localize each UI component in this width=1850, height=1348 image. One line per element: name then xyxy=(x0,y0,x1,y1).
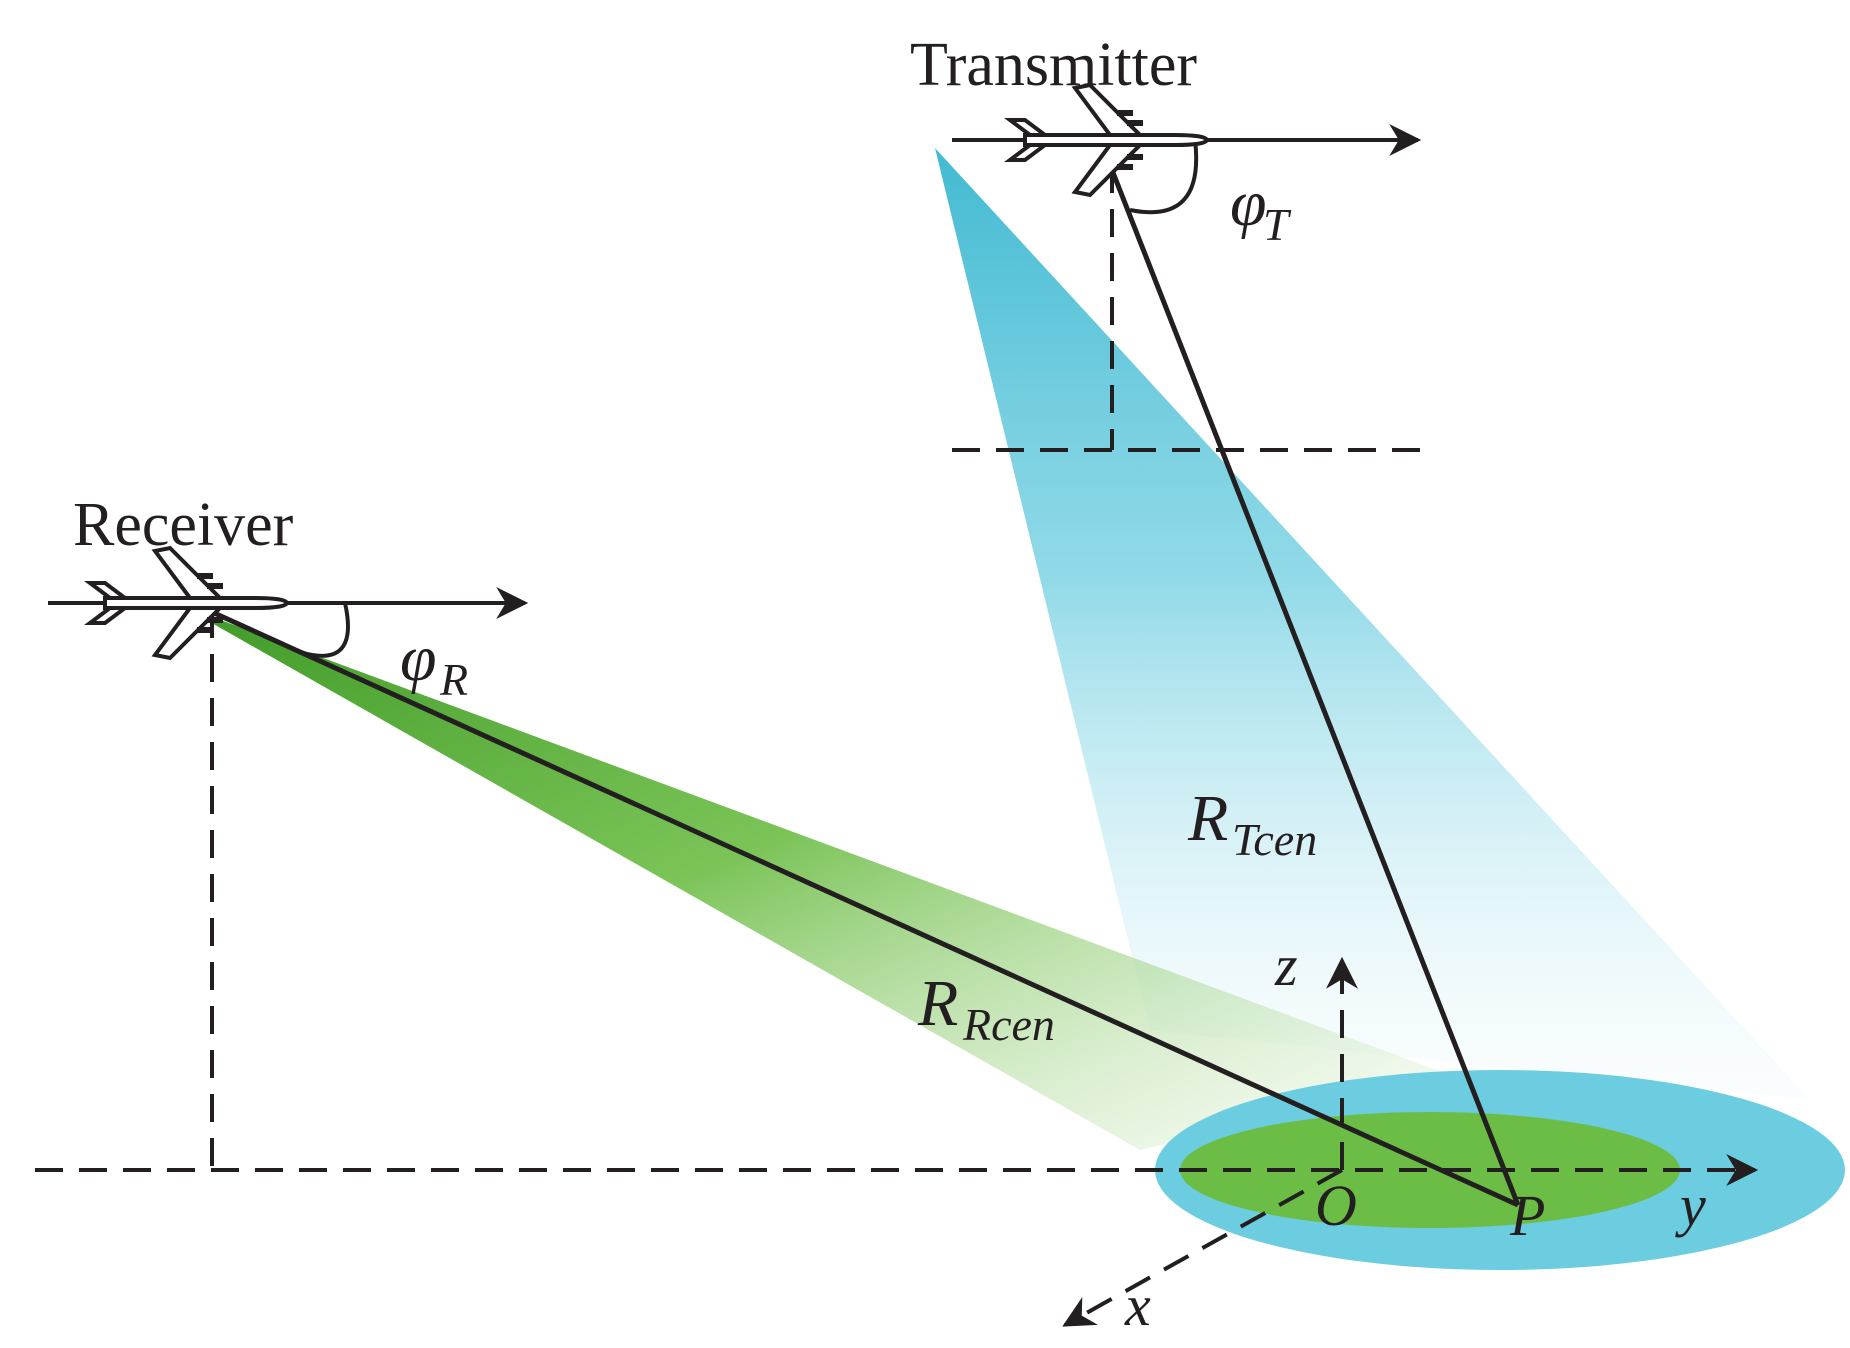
origin-label: O xyxy=(1315,1173,1357,1238)
r-tcen-subscript: Tcen xyxy=(1232,814,1317,865)
axis-y-label: y xyxy=(1675,1173,1706,1238)
transmitter-slant-range-line xyxy=(1109,169,1521,1206)
transmitter-label: Transmitter xyxy=(910,31,1197,99)
transmitter-plane-icon xyxy=(1008,83,1209,197)
x-axis-dashed-line xyxy=(1062,1168,1343,1327)
point-p-label: P xyxy=(1509,1183,1545,1248)
r-tcen-label: R xyxy=(1187,782,1228,855)
axis-z-label: z xyxy=(1274,933,1298,998)
transmit-beam xyxy=(935,148,1810,1100)
phi-t-subscript: T xyxy=(1263,199,1292,250)
receiver-label: Receiver xyxy=(73,491,294,559)
r-rcen-subscript: Rcen xyxy=(962,999,1055,1050)
phi-r-angle-arc xyxy=(299,602,350,658)
receive-footprint xyxy=(1180,1112,1680,1228)
axis-x-label: x xyxy=(1124,1273,1151,1338)
phi-r-subscript: R xyxy=(439,654,468,705)
receiver-slant-range-line xyxy=(210,609,1520,1208)
phi-t-angle-arc xyxy=(1129,139,1199,215)
phi-t-label: φ xyxy=(1230,167,1267,240)
r-rcen-label: R xyxy=(917,967,958,1040)
phi-r-label: φ xyxy=(400,622,437,695)
